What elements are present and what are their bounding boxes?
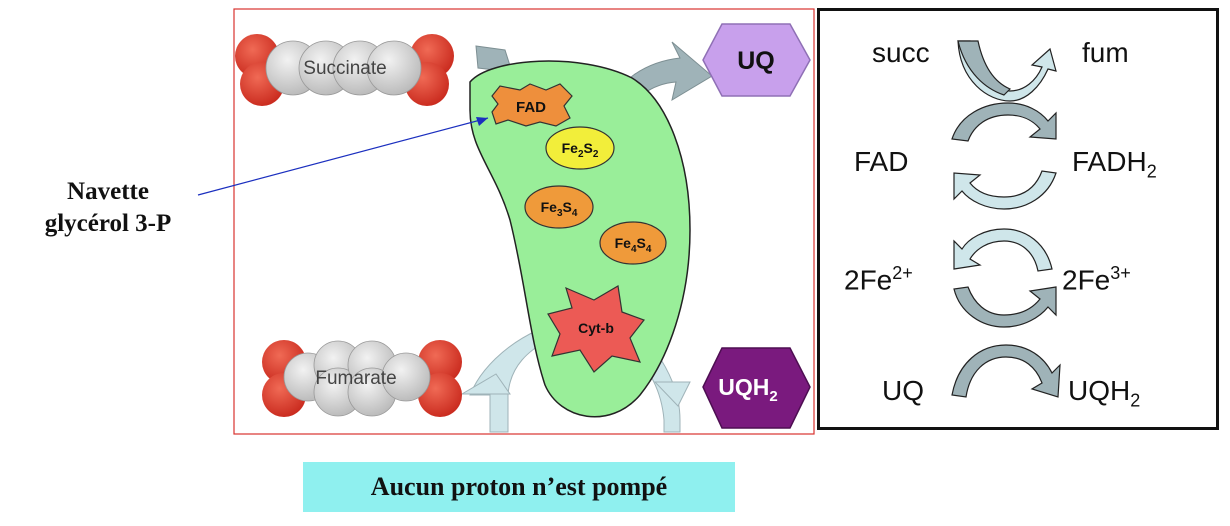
legend-row-1-right: fum xyxy=(1082,37,1129,68)
cyt-b: Cyt-b xyxy=(547,285,645,373)
fe4s4-s-sub: 4 xyxy=(646,244,652,255)
uqh2-hexagon: UQH2 xyxy=(702,347,811,429)
succinate-label: Succinate xyxy=(303,58,386,79)
cyt-b-label: Cyt-b xyxy=(578,320,614,336)
fe3s4-fe: Fe xyxy=(541,199,558,215)
fe3s4-cluster: Fe3S4 xyxy=(524,185,594,229)
left-label-navette: Navette glycérol 3-P xyxy=(18,176,198,240)
fe2s2-cluster: Fe2S2 xyxy=(545,126,615,170)
legend-row-3-left-text: 2Fe xyxy=(844,264,893,296)
bottom-arrow-fumarate xyxy=(460,329,549,433)
legend-row-2-right: FADH2 xyxy=(1072,146,1157,183)
legend-panel: succ fum FAD FADH2 2Fe2+ 2Fe3+ UQ UQH2 xyxy=(817,8,1219,430)
legend-row-4-right-sub: 2 xyxy=(1130,390,1141,411)
legend-row-3-right-sup: 3+ xyxy=(1110,263,1131,283)
left-label-line-2: glycérol 3-P xyxy=(44,210,172,237)
legend-row-4-left: UQ xyxy=(882,375,924,406)
fumarate-molecule: Fumarate xyxy=(262,340,462,417)
legend-row-3-left-sup: 2+ xyxy=(892,263,913,283)
bottom-banner: Aucun proton n’est pompé xyxy=(303,462,735,512)
fe2s2-s-sub: 2 xyxy=(593,149,599,160)
legend-row-1-left: succ xyxy=(872,37,930,68)
fe2s2-fe-sub: 2 xyxy=(578,149,584,160)
legend-row-2-left: FAD xyxy=(854,146,909,177)
fad-label: FAD xyxy=(516,99,546,116)
uqh2-sub: 2 xyxy=(769,388,777,405)
fumarate-label: Fumarate xyxy=(315,368,396,389)
fe4s4-fe: Fe xyxy=(615,235,632,251)
svg-text:Fe3S4: Fe3S4 xyxy=(541,199,578,219)
pointer-arrowhead xyxy=(476,117,488,126)
legend-row-2-right-sub: 2 xyxy=(1146,161,1157,182)
legend-row-4-right-text: UQH xyxy=(1068,375,1131,406)
uq-label: UQ xyxy=(737,47,775,75)
fe3s4-fe-sub: 3 xyxy=(557,208,563,219)
legend-row-3-right-text: 2Fe xyxy=(1062,264,1111,296)
fe4s4-cluster: Fe4S4 xyxy=(599,221,667,265)
succinate-molecule: Succinate xyxy=(235,34,454,106)
fe2s2-s: S xyxy=(584,140,593,156)
left-label-line-1: Navette xyxy=(67,178,149,205)
pointer-line xyxy=(197,117,489,196)
uqh2-label: UQH xyxy=(718,374,769,400)
fe2s2-fe: Fe xyxy=(562,140,579,156)
legend-row-4-right: UQH2 xyxy=(1068,375,1140,412)
svg-text:Fe4S4: Fe4S4 xyxy=(615,235,652,255)
legend-arrows xyxy=(951,40,1061,398)
legend-row-2-right-text: FADH xyxy=(1072,146,1147,177)
fad-cofactor: FAD xyxy=(491,83,573,127)
fe4s4-fe-sub: 4 xyxy=(631,244,637,255)
uq-hexagon: UQ xyxy=(702,23,811,97)
legend-row-3-right: 2Fe3+ xyxy=(1062,263,1131,296)
svg-text:Fe2S2: Fe2S2 xyxy=(562,140,599,160)
svg-text:UQH2: UQH2 xyxy=(718,374,777,405)
scheme-frame xyxy=(233,8,815,435)
fe3s4-s-sub: 4 xyxy=(572,208,578,219)
fe4s4-s: S xyxy=(637,235,646,251)
fe3s4-s: S xyxy=(563,199,572,215)
legend-row-3-left: 2Fe2+ xyxy=(844,263,913,296)
